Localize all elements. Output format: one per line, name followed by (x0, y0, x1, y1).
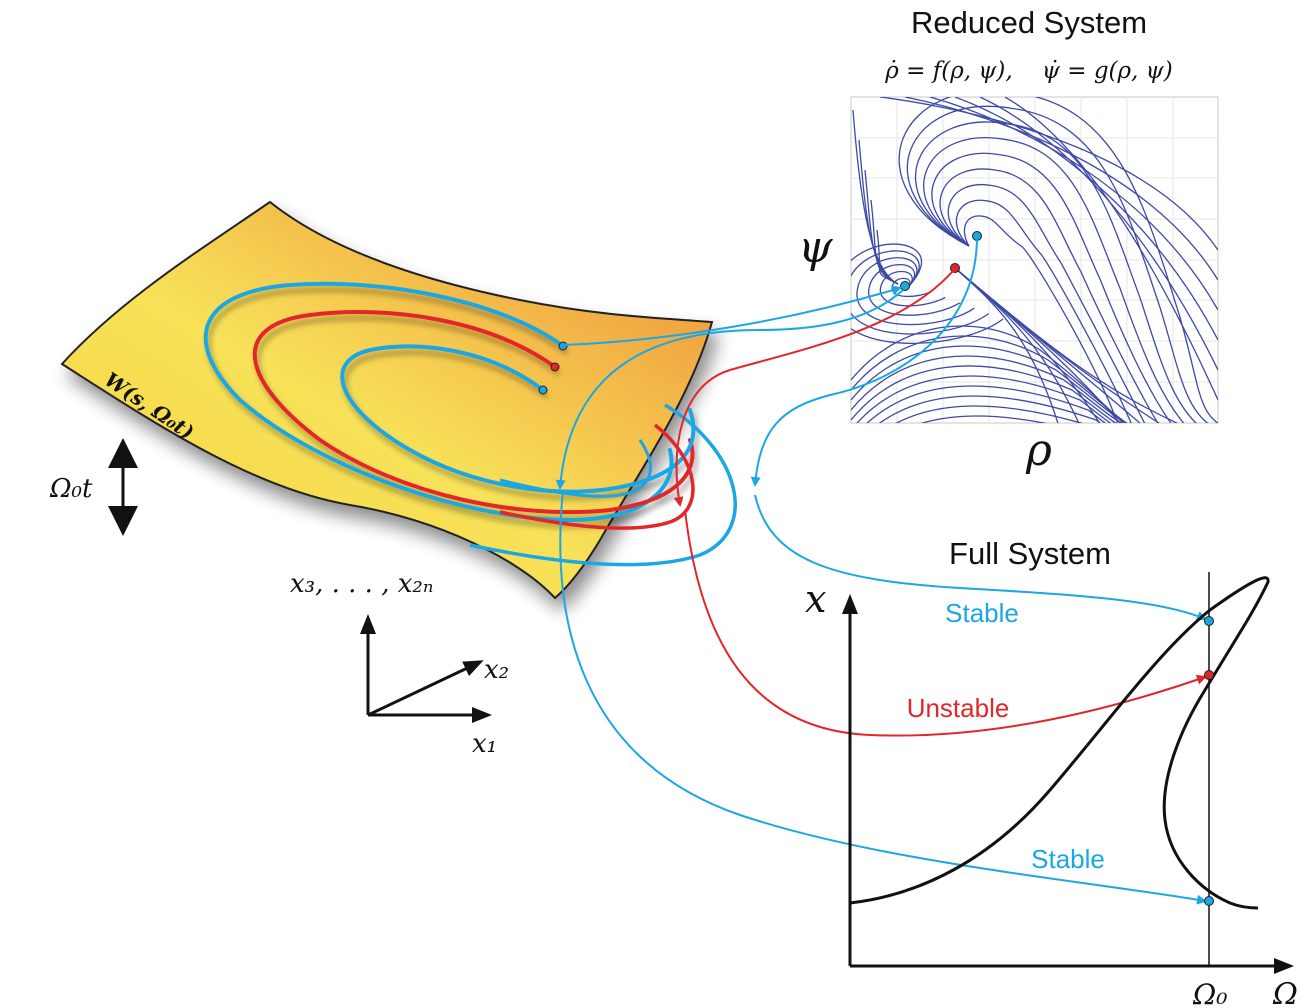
frequency-response-curve (849, 576, 1270, 910)
phase-streamline (851, 345, 1128, 423)
full-point-unstable (1204, 670, 1214, 680)
manifold-surface (60, 200, 714, 600)
phase-streamline (851, 325, 1124, 423)
phase-streamline (1004, 97, 1218, 401)
phase-streamline (851, 250, 989, 335)
full-point-stable-bottom (1204, 896, 1214, 906)
coordinate-axes: x₃, . . . , x₂ₙ x₂ x₁ (290, 569, 509, 759)
connector-to-full-stable-top (754, 494, 1207, 621)
manifold-orbit-edge-stable (469, 403, 737, 567)
phase-streamline (923, 137, 1185, 423)
connector-stable-lower-to-manifold (555, 289, 904, 490)
phase-streamlines (851, 97, 1218, 423)
label-stable-top: Stable (945, 598, 1019, 628)
phase-streamline (878, 395, 1102, 423)
phase-streamline (963, 215, 1119, 423)
phase-streamline (851, 335, 1128, 423)
time-arrow-down-icon (108, 506, 138, 536)
connector-stable-upper-to-manifold (750, 239, 978, 487)
phase-streamline (979, 97, 1218, 371)
axis-x2-line (367, 660, 484, 717)
label-stable-bottom: Stable (1031, 844, 1105, 874)
full-xlabel: Ω (1272, 977, 1298, 1008)
label-unstable: Unstable (907, 693, 1010, 723)
phase-streamline (898, 97, 1218, 423)
phase-streamline (876, 229, 899, 285)
time-axis: Ω₀t (49, 438, 138, 536)
fixed-point-saddle (950, 263, 960, 273)
axis-x2-label: x₂ (484, 655, 509, 685)
axis-x3-label: x₃, . . . , x₂ₙ (290, 569, 433, 599)
connector-to-full-unstable (684, 509, 1207, 737)
phase-streamline (851, 243, 1004, 344)
omega0-tick-label: Ω₀ (1192, 978, 1227, 1008)
phase-streamline (851, 365, 1117, 423)
phase-streamline (856, 257, 975, 326)
phase-streamline (906, 105, 1209, 423)
fixed-point-stable-upper (972, 231, 982, 241)
full-system-panel: Full System x Ω Ω₀ Stable Unstable Stabl… (805, 536, 1298, 1008)
orbit-end-point (550, 362, 560, 372)
reduced-equation: ρ̇ = f(ρ, ψ), ψ̇ = g(ρ, ψ) (884, 58, 1172, 84)
time-arrow-up-icon (108, 438, 138, 468)
manifold-orbit-edge-unstable (499, 423, 695, 530)
phase-streamline (947, 183, 1146, 423)
manifold-orbit-edge-inner (499, 439, 652, 498)
full-ylabel: x (805, 577, 826, 621)
phase-streamline (879, 270, 946, 307)
phase-streamline (955, 199, 1132, 423)
full-title: Full System (949, 536, 1111, 571)
phase-streamline (856, 375, 1112, 423)
fixed-point-stable-lower (900, 281, 910, 291)
connector-saddle-to-manifold (673, 270, 954, 507)
phase-streamline (931, 152, 1172, 423)
connector-manifold-to-stable-lower (564, 285, 902, 346)
orbit-end-point (538, 385, 548, 395)
phase-ylabel: ψ (798, 222, 833, 273)
phase-streamline (939, 168, 1159, 423)
phase-streamline (851, 355, 1123, 423)
time-label: Ω₀t (49, 474, 93, 504)
reduced-system-panel: Reduced System ρ̇ = f(ρ, ψ), ψ̇ = g(ρ, ψ… (798, 5, 1219, 476)
manifold-orbit-inner-stable (340, 344, 696, 494)
manifold-orbit-outer-stable (203, 281, 674, 523)
phase-streamline (914, 121, 1197, 423)
reduced-title: Reduced System (911, 5, 1147, 40)
invariant-manifold: W(s, Ω₀t) (60, 200, 737, 600)
phase-xlabel: ρ (1025, 425, 1052, 476)
phase-streamline (954, 267, 1179, 423)
full-point-stable-top (1204, 616, 1214, 626)
phase-streamline (879, 97, 1218, 251)
phase-streamline (895, 405, 1084, 423)
phase-streamline (929, 97, 1218, 311)
orbit-end-point (558, 341, 568, 351)
phase-streamline (954, 97, 1218, 341)
phase-streamline (867, 264, 961, 316)
connector-to-full-stable-bottom (559, 489, 1207, 905)
connector-arrows (555, 239, 1207, 905)
manifold-orbit-unstable (253, 310, 695, 515)
phase-streamline (866, 385, 1107, 423)
axis-x1-label: x₁ (472, 729, 497, 759)
